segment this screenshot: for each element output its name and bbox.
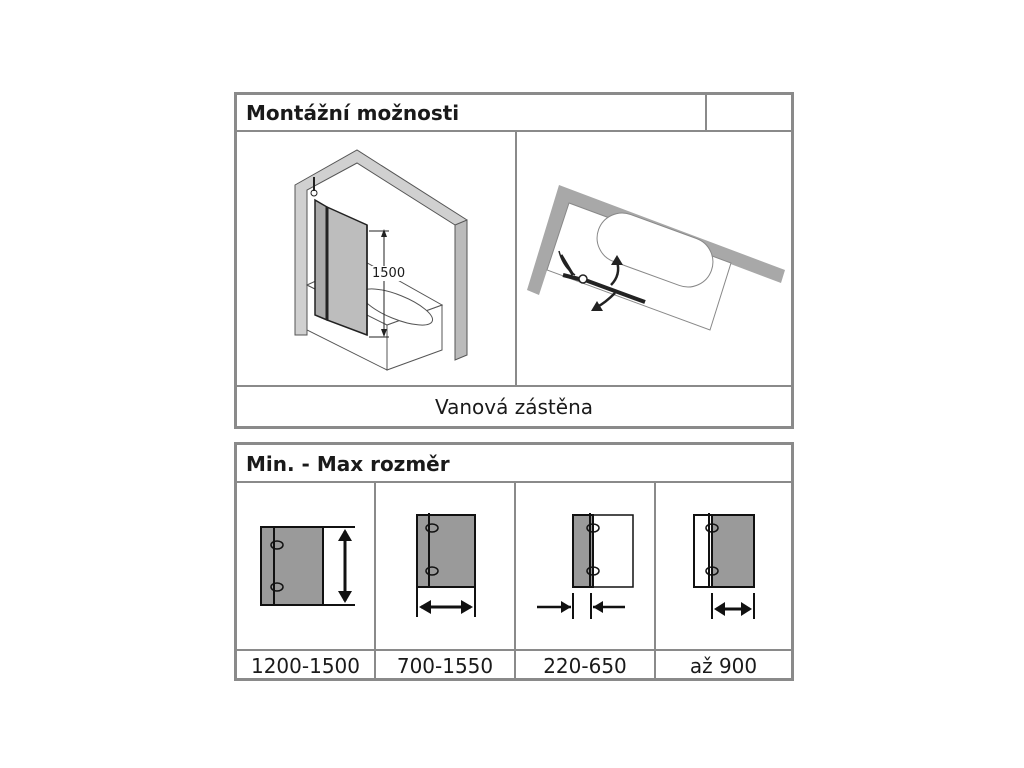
dims-divider-1 [374,483,376,679]
dim-label-min-width: 220-650 [543,654,627,678]
panel-width-dimension-icon [693,513,755,619]
width-dimension-icon [416,513,476,617]
dimensions-title: Min. - Max rozměr [246,452,450,476]
dimensions-header: Min. - Max rozměr [237,445,791,483]
dims-divider-3 [654,483,656,679]
mounting-options-header: Montážní možnosti [237,95,791,132]
dimensions-panel: Min. - Max rozměr [234,442,794,681]
height-dimension-label: 1500 [372,266,406,281]
mounting-options-panel: Montážní možnosti 1500 [234,92,794,429]
dim-label-height: 1200-1500 [250,654,360,678]
mount-column-divider [515,132,517,387]
bathtub-screen-3d-illustration [294,149,468,371]
dims-label-divider [237,649,791,651]
dims-divider-2 [514,483,516,679]
mounting-caption: Vanová zástěna [435,395,593,419]
mounting-options-title: Montážní možnosti [246,101,460,125]
min-width-dimension-icon [537,513,634,619]
header-empty-cell [705,95,791,130]
dim-label-width: 700-1550 [396,654,494,678]
mount-caption-divider [237,385,791,387]
dim-label-panel-width: až 900 [689,654,758,678]
height-dimension-icon [260,526,355,606]
bathtub-top-view-illustration [527,185,785,331]
